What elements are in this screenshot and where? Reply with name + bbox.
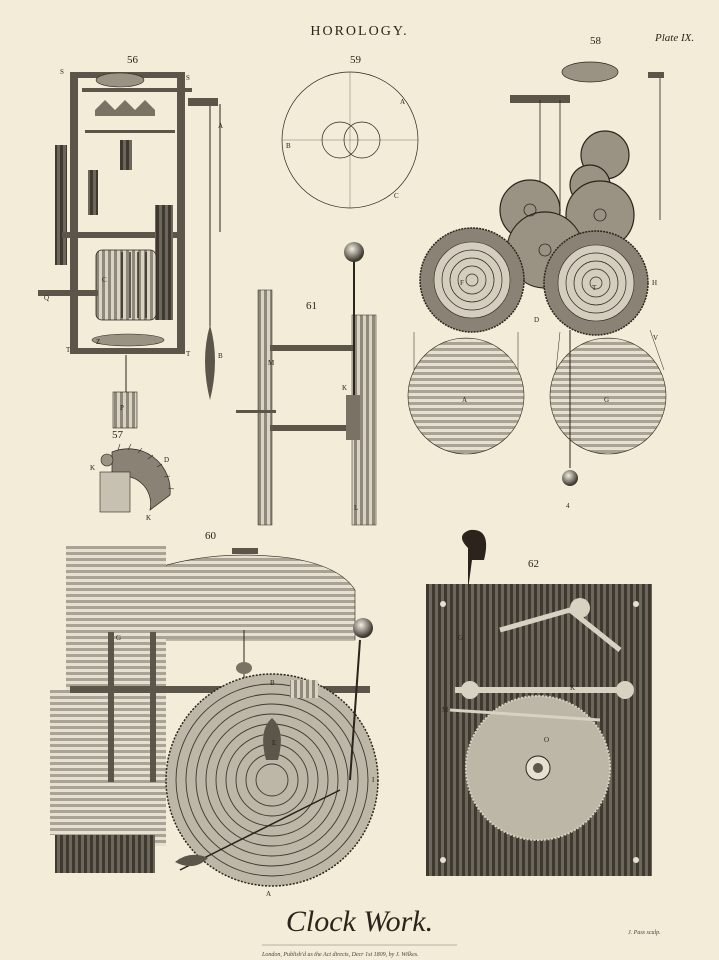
svg-text:S: S xyxy=(186,74,190,82)
figure-58-number: 58 xyxy=(590,35,601,47)
figure-61-movement: K L M xyxy=(236,242,377,526)
svg-text:F: F xyxy=(460,279,464,287)
svg-text:D: D xyxy=(164,456,169,464)
svg-text:D: D xyxy=(534,316,539,324)
svg-text:H: H xyxy=(652,279,657,287)
right-spring-barrel xyxy=(543,230,649,336)
svg-text:A: A xyxy=(218,122,223,130)
figure-59-number: 59 xyxy=(350,54,361,66)
figure-62-number: 62 xyxy=(528,558,539,570)
plate-caption: Clock Work. xyxy=(285,905,434,938)
svg-text:I: I xyxy=(372,776,375,784)
figure-60-movement: G A E B I xyxy=(50,546,379,898)
svg-text:C: C xyxy=(394,192,399,200)
barrel-cord xyxy=(121,252,147,318)
svg-text:K: K xyxy=(90,464,95,472)
figure-59-circles: A B C xyxy=(281,71,419,209)
figure-61-number: 61 xyxy=(306,300,317,312)
svg-text:M: M xyxy=(268,359,275,367)
figure-57-rack: K D K xyxy=(90,443,175,522)
engraver-credit: J. Pass sculp. xyxy=(628,930,661,936)
figure-56-movement: S S A Q T T P B C Z xyxy=(38,68,223,429)
svg-text:S: S xyxy=(60,68,64,76)
svg-text:G: G xyxy=(458,634,463,642)
svg-text:T: T xyxy=(186,350,191,358)
svg-text:B: B xyxy=(286,142,291,150)
svg-text:E: E xyxy=(272,739,276,747)
svg-text:K: K xyxy=(570,684,575,692)
svg-text:K: K xyxy=(146,514,151,522)
svg-text:C: C xyxy=(102,276,107,284)
left-spring-barrel xyxy=(419,227,525,333)
svg-text:O: O xyxy=(544,736,549,744)
svg-text:P: P xyxy=(120,404,124,412)
svg-text:M: M xyxy=(442,706,449,714)
escape-wheel-teeth xyxy=(95,100,155,116)
svg-text:K: K xyxy=(342,384,347,392)
svg-text:G: G xyxy=(116,634,121,642)
svg-text:A: A xyxy=(266,890,271,898)
svg-text:B: B xyxy=(218,352,223,360)
figure-60-number: 60 xyxy=(205,530,216,542)
svg-text:Q: Q xyxy=(44,294,49,302)
svg-text:G: G xyxy=(604,396,609,404)
figure-56-number: 56 xyxy=(127,54,138,66)
plate-title: HOROLOGY. xyxy=(310,24,409,39)
svg-text:L: L xyxy=(354,504,358,512)
figure-58-wheel-train: A G F T H D V 4 xyxy=(407,61,667,510)
publisher-imprint: London, Publish'd as the Act directs, De… xyxy=(262,952,419,958)
figure-62-repeater: G K O M xyxy=(426,529,652,876)
svg-text:4: 4 xyxy=(566,502,570,510)
figure-57-number: 57 xyxy=(112,429,123,441)
plate-number: Plate IX. xyxy=(655,32,695,44)
svg-text:T: T xyxy=(66,346,71,354)
svg-text:V: V xyxy=(653,334,658,342)
svg-text:T: T xyxy=(592,284,597,292)
svg-text:Z: Z xyxy=(96,338,100,346)
svg-text:B: B xyxy=(270,679,275,687)
svg-text:A: A xyxy=(462,396,467,404)
svg-text:A: A xyxy=(400,98,405,106)
